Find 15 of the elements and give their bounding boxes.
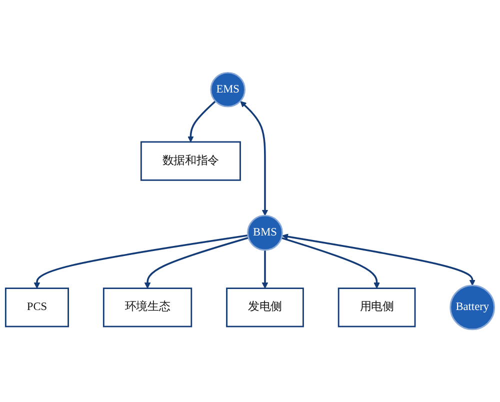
arrow [281, 237, 380, 289]
node-box: PCS [4, 288, 69, 328]
arrow [282, 234, 476, 286]
arrow [240, 101, 268, 216]
node-box: 用电侧 [338, 288, 416, 328]
arrow [262, 250, 268, 289]
node-box: 发电侧 [226, 288, 304, 328]
node-circle: BMS [247, 214, 283, 251]
arrow [34, 234, 248, 289]
node-circle: EMS [210, 72, 246, 108]
node-box: 环境生态 [102, 288, 192, 328]
arrow [188, 100, 216, 142]
node-circle: Battery [450, 284, 496, 330]
node-box: 数据和指令 [140, 141, 241, 181]
arrow [144, 236, 249, 289]
